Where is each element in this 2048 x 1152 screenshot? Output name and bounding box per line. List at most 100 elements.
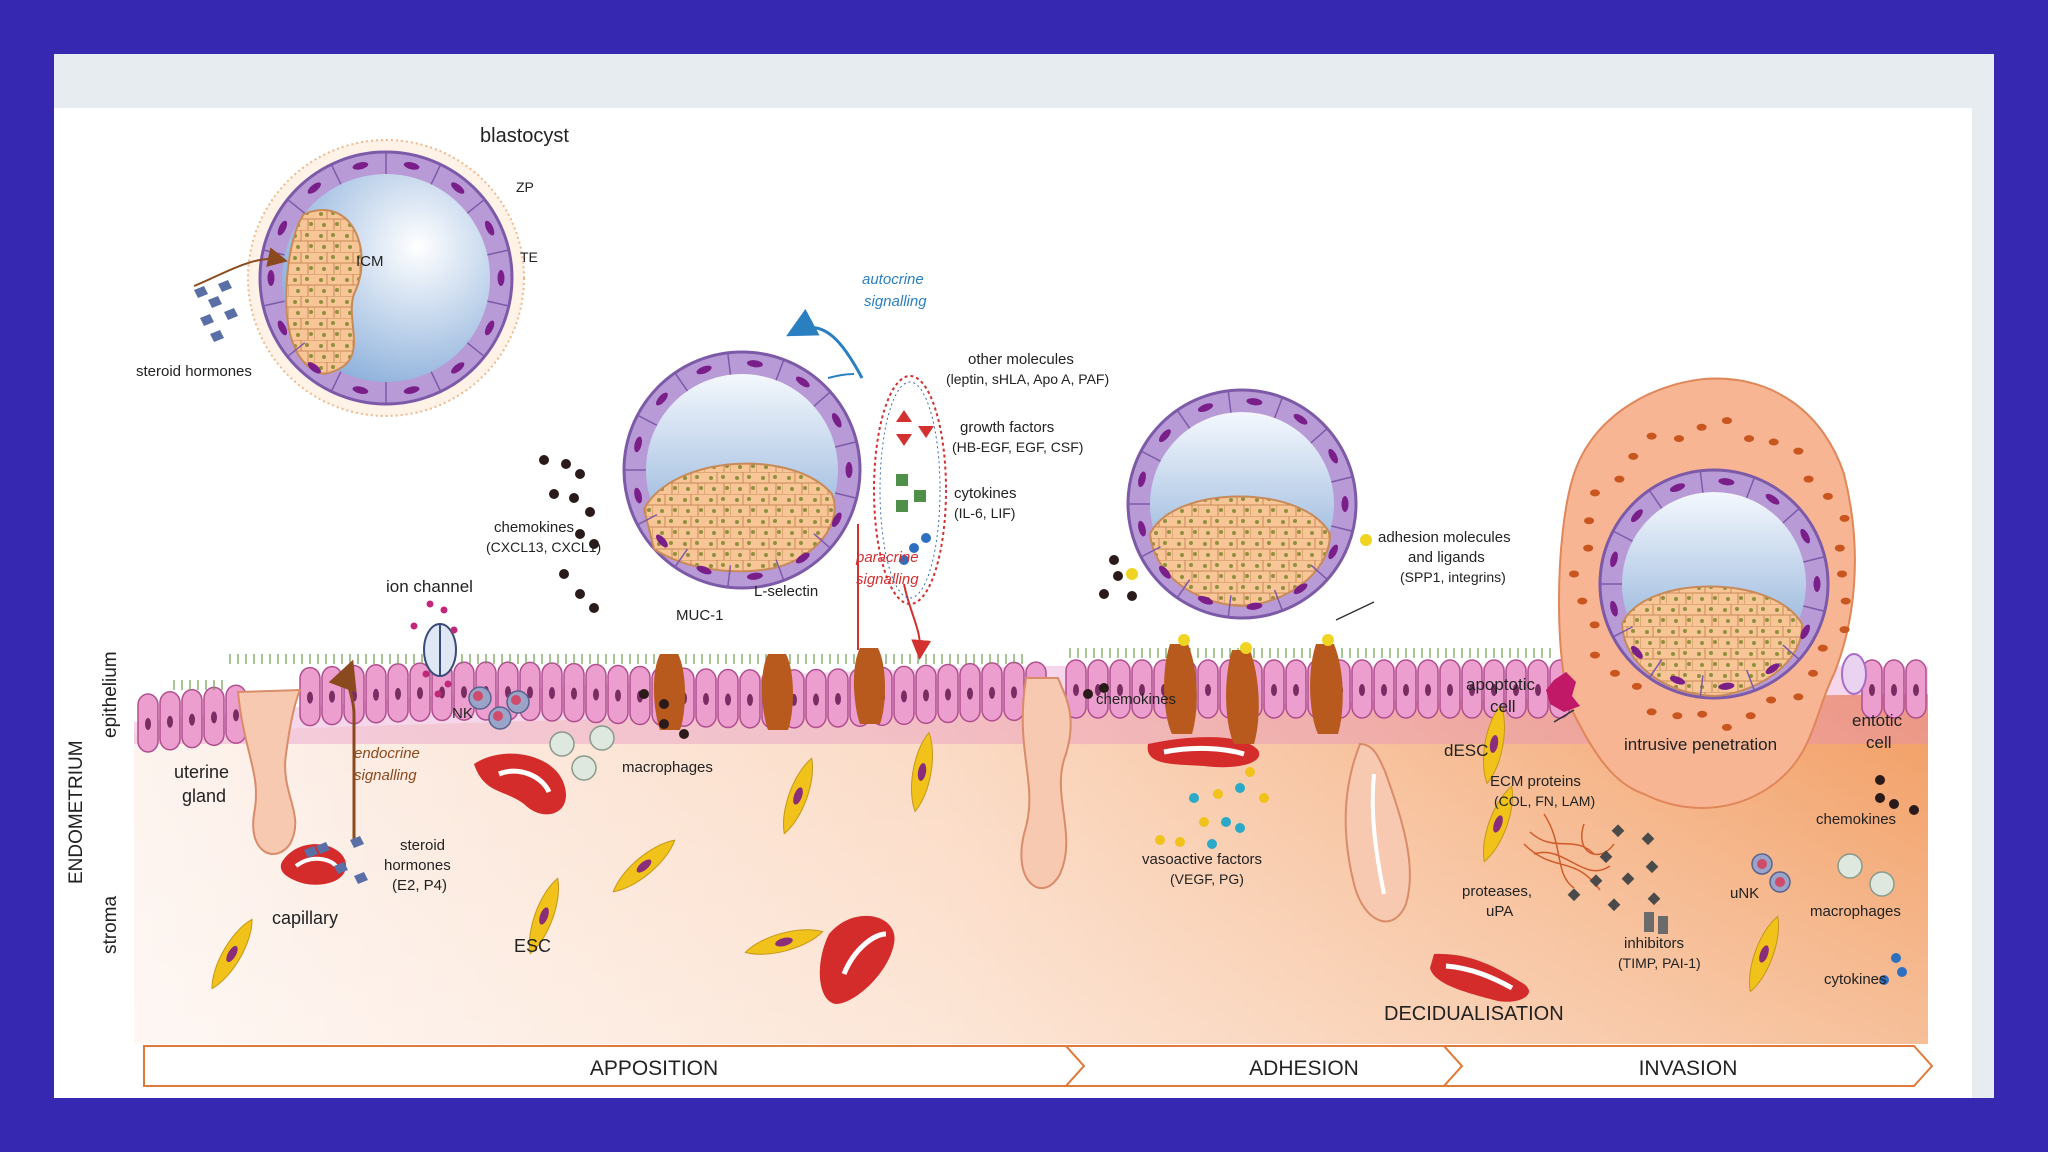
te-nucleus	[1197, 403, 1214, 413]
te-membrane	[1612, 626, 1633, 638]
blastocyst-adhesion	[1126, 388, 1358, 620]
te-membrane	[1648, 659, 1663, 679]
entotic-cell	[1841, 653, 1867, 695]
esc-cell	[1749, 915, 1779, 993]
te-nucleus	[1158, 429, 1171, 443]
cytokine-dot	[1891, 953, 1901, 963]
epithelial-nucleus	[1513, 684, 1519, 696]
epithelial-nucleus	[1403, 684, 1409, 696]
protease-square	[1645, 860, 1659, 874]
steroid-hormone-glyph	[354, 872, 368, 884]
syncytial-nucleus	[1745, 712, 1756, 720]
epithelial-nucleus	[813, 693, 819, 706]
syncytial-nucleus	[1569, 570, 1579, 578]
te-nucleus	[1328, 448, 1339, 464]
te-membrane	[1803, 555, 1825, 563]
te-nucleus	[831, 413, 842, 428]
label-inhibitors-2: (TIMP, PAI-1)	[1618, 955, 1701, 971]
te-nucleus	[1328, 544, 1339, 560]
epithelial-nucleus	[835, 692, 841, 705]
chemokine-dot	[1909, 805, 1919, 815]
steroid-hormone-glyph	[224, 308, 238, 320]
te-membrane	[262, 300, 285, 307]
chemokine-dot	[589, 539, 599, 549]
te-nucleus	[403, 386, 420, 394]
vasoactive-dot	[1207, 839, 1217, 849]
ion-dot	[444, 680, 452, 688]
esc-nucleus	[1489, 735, 1499, 753]
te-nucleus	[1800, 624, 1811, 640]
te-nucleus	[1630, 645, 1643, 659]
epithelial-nucleus	[211, 711, 217, 724]
macrophage	[571, 755, 597, 781]
te-nucleus	[1610, 600, 1618, 617]
trophectoderm-nuclei	[1128, 390, 1353, 618]
label-te: TE	[520, 249, 538, 265]
label-uterine-gland-1: uterine	[174, 762, 229, 782]
syncytial-nucleus	[1609, 669, 1620, 677]
ion-dot	[426, 600, 434, 608]
stromal-cells	[211, 703, 1779, 993]
syncytial-nucleus	[1837, 570, 1847, 578]
chemokine-dot	[1099, 683, 1109, 693]
epithelial-nucleus	[1425, 684, 1431, 696]
te-nucleus	[451, 362, 465, 374]
top-strip	[54, 54, 1994, 108]
protease-squares	[1567, 824, 1668, 934]
uterine-gland	[236, 677, 1411, 923]
te-membrane	[813, 533, 831, 549]
epithelial-nucleus	[1535, 684, 1541, 696]
epithelial-nucleus	[1205, 684, 1211, 696]
label-apoptotic-2: cell	[1490, 697, 1516, 716]
mucin-anchors	[653, 534, 1372, 744]
label-chemokines-1: chemokines	[494, 519, 574, 536]
label-cytokines-right: cytokines	[1824, 971, 1887, 988]
te-nucleus	[1341, 496, 1349, 512]
te-membrane	[1699, 470, 1704, 493]
steroid-hormone-glyph	[210, 330, 224, 342]
te-membrane	[674, 548, 689, 568]
te-membrane	[1176, 409, 1191, 429]
syncytial-nucleus	[1766, 696, 1777, 704]
steroid-hormone-glyph	[334, 862, 348, 874]
ion-channel	[423, 623, 457, 677]
implantation-diagram: blastocyst ZP TE ICM steroid hormones au…	[66, 125, 1934, 1087]
syncytial-nucleus	[1839, 626, 1850, 634]
te-membrane	[1140, 546, 1161, 558]
te-membrane	[775, 559, 785, 581]
stage-bar: APPOSITION ADHESION INVASION	[143, 1045, 1934, 1087]
te-nucleus	[497, 270, 505, 286]
vasoactive-dot	[1189, 793, 1199, 803]
syncytial-nuclei	[1569, 417, 1851, 731]
vasoactive-dot	[1213, 789, 1223, 799]
stage-adhesion: ADHESION	[1249, 1057, 1359, 1080]
vasoactive-dot	[1199, 817, 1209, 827]
syncytial-nucleus	[1768, 438, 1779, 446]
epithelial-nucleus	[1869, 684, 1875, 696]
esc-cell	[612, 839, 676, 893]
chemokine-dot	[1875, 775, 1885, 785]
syncytial-nucleus	[1840, 597, 1851, 605]
figure-frame: blastocyst ZP TE ICM steroid hormones au…	[54, 54, 1994, 1098]
te-nucleus	[1197, 595, 1214, 605]
label-macrophages-left: macrophages	[622, 759, 713, 776]
label-epithelium: epithelium	[100, 651, 121, 738]
te-nucleus	[634, 487, 643, 504]
syncytial-nucleus	[1834, 544, 1845, 552]
steroid-hormone-glyph	[304, 846, 318, 858]
te-nucleus	[634, 436, 643, 453]
te-membrane	[1310, 427, 1328, 444]
syncytial-nucleus	[1803, 475, 1814, 483]
protease-square	[1567, 888, 1581, 902]
label-cytokines-1: cytokines	[954, 485, 1017, 502]
label-ecm-2: (COL, FN, LAM)	[1494, 793, 1595, 809]
esc-nucleus	[793, 787, 803, 805]
epithelial-nucleus	[923, 689, 929, 702]
te-membrane	[637, 513, 658, 526]
unk-nucleus	[1757, 859, 1767, 869]
label-other-molecules-2: (leptin, sHLA, Apo A, PAF)	[946, 371, 1109, 387]
chemokine-dot	[585, 507, 595, 517]
chemokine-dot	[679, 729, 689, 739]
epithelial-nucleus	[1447, 684, 1453, 696]
te-nucleus	[831, 512, 842, 527]
